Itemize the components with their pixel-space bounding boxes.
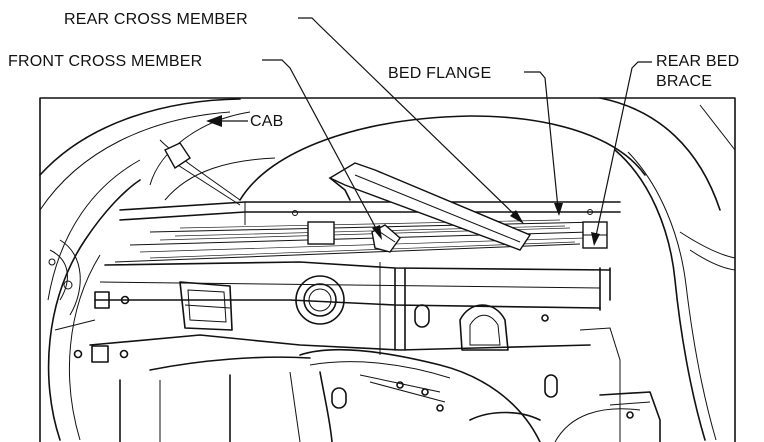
label-bed-flange: BED FLANGE <box>388 65 491 82</box>
label-rear-bed-brace-line2: BRACE <box>656 73 712 90</box>
callout-labels: REAR CROSS MEMBER FRONT CROSS MEMBER BED… <box>8 11 739 130</box>
lower-components <box>119 327 661 442</box>
leader-rear-bed-brace <box>595 61 652 237</box>
arrowhead-front-cross-member <box>372 225 382 240</box>
label-front-cross-member: FRONT CROSS MEMBER <box>8 53 202 70</box>
label-rear-bed-brace-line1: REAR BED <box>656 53 739 70</box>
arrowhead-cab <box>206 115 222 127</box>
arrowhead-bed-flange <box>554 203 563 216</box>
illustration-frame <box>39 97 736 442</box>
leader-rear-cross-member <box>298 17 519 219</box>
left-side-details <box>48 239 96 331</box>
leader-lines <box>206 17 652 246</box>
arrowhead-rear-bed-brace <box>591 232 600 246</box>
leader-bed-flange <box>524 71 559 209</box>
label-cab: CAB <box>250 113 284 130</box>
cross-members <box>164 142 608 253</box>
body-panels <box>39 97 736 441</box>
bed-floor <box>114 201 621 263</box>
frame-rail <box>73 261 611 398</box>
arrowhead-rear-cross-member <box>510 210 524 224</box>
label-rear-cross-member: REAR CROSS MEMBER <box>64 11 248 28</box>
leader-front-cross-member <box>262 59 379 233</box>
